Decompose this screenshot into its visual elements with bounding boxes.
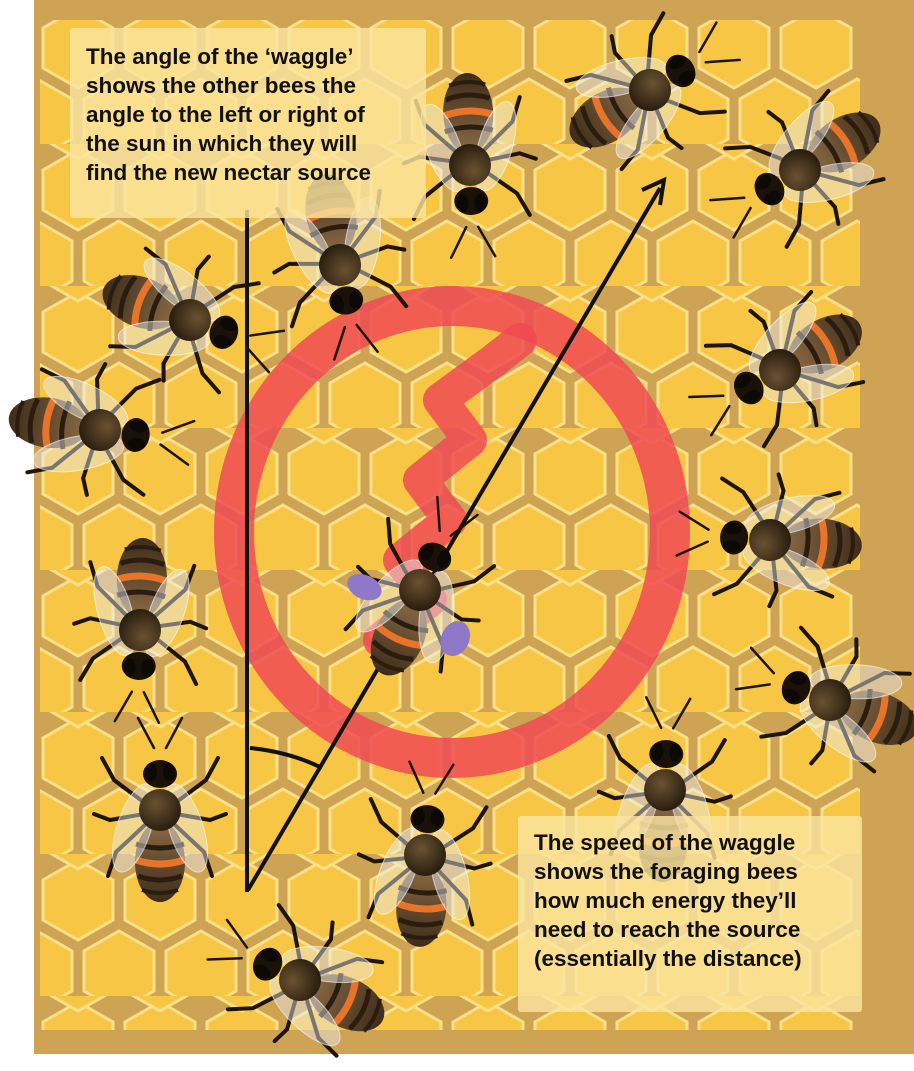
left-margin — [0, 0, 34, 1054]
angle-note-line: find the new nectar source — [86, 158, 412, 187]
angle-note-line: The angle of the ‘waggle’ — [86, 42, 412, 71]
speed-note-line: shows the foraging bees — [534, 857, 852, 886]
angle-note-line: the sun in which they will — [86, 129, 412, 158]
speed-note-line: need to reach the source — [534, 915, 852, 944]
speed-note-line: The speed of the waggle — [534, 828, 852, 857]
angle-note-line: angle to the left or right of — [86, 100, 412, 129]
speed-note-line: how much energy they’ll — [534, 886, 852, 915]
bottom-edge — [0, 1054, 914, 1071]
angle-note-line: shows the other bees the — [86, 71, 412, 100]
angle-explanation: The angle of the ‘waggle’ shows the othe… — [70, 28, 426, 218]
speed-explanation: The speed of the waggle shows the foragi… — [518, 816, 862, 1012]
speed-note-line: (essentially the distance) — [534, 944, 852, 973]
